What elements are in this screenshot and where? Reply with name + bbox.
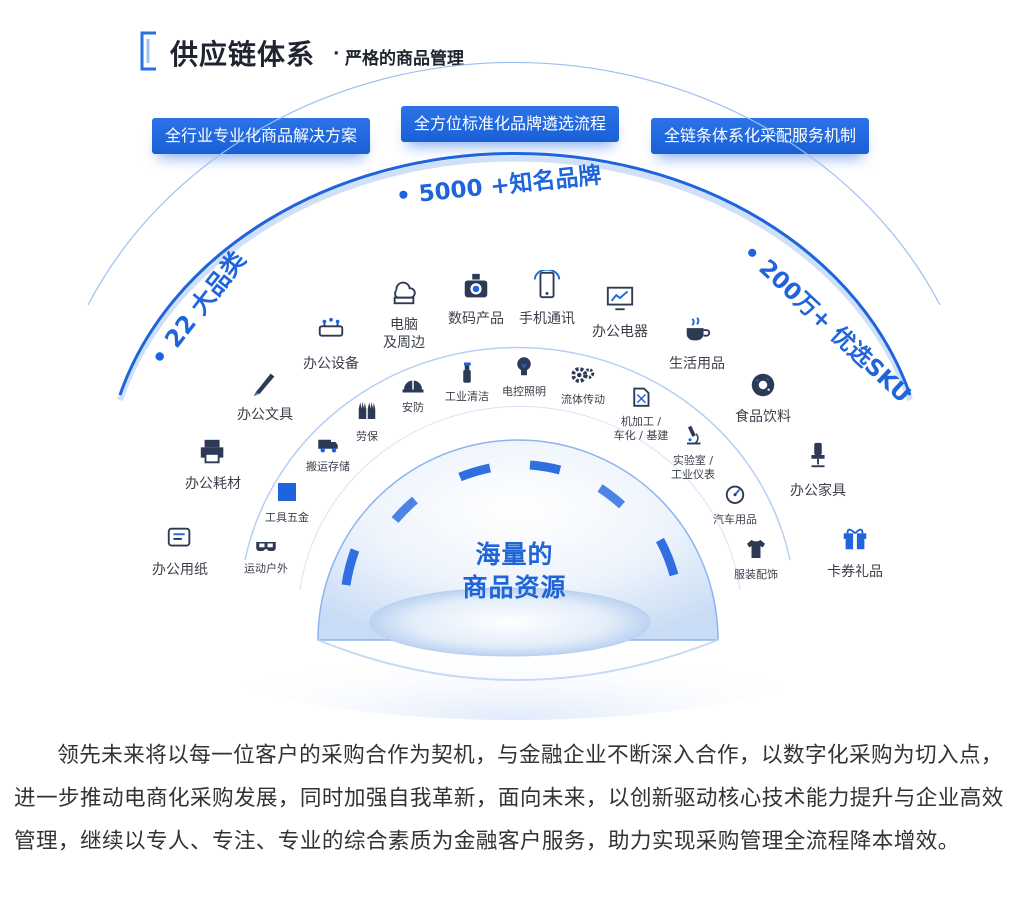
industrial-item-label: 运动户外 — [244, 562, 288, 575]
industrial-item-label: 工业清洁 — [445, 390, 489, 403]
gauge-icon — [725, 485, 745, 504]
printer-icon — [200, 439, 224, 464]
gears-icon — [571, 367, 595, 383]
pill-solutions: 全行业专业化商品解决方案 — [152, 118, 370, 154]
description-paragraph: 领先未来将以每一位客户的采购合作为契机，与金融企业不断深入合作，以数字化采购为切… — [14, 743, 1004, 854]
header-subtitle: 严格的商品管理 — [345, 49, 464, 69]
arc-diagram: • 22 大品类 • 5000 +知名品牌 • 200万+ 优选SKU — [87, 61, 941, 720]
industrial-item-label: 服装配饰 — [734, 568, 778, 581]
pen-icon — [253, 373, 275, 397]
microscope-icon — [687, 425, 701, 445]
category-item-label: 数码产品 — [448, 311, 504, 327]
dome-base — [369, 587, 651, 657]
bulb-icon — [517, 357, 531, 376]
helmet-icon — [402, 380, 424, 393]
center-title-line2: 商品资源 — [462, 573, 567, 602]
category-item-label: 办公设备 — [303, 356, 359, 372]
category-item-label: 办公用纸 — [152, 562, 208, 578]
inner-ring-line — [244, 346, 791, 561]
fuel-can-icon — [633, 387, 650, 407]
category-item-label: 办公电器 — [592, 324, 648, 340]
office-chair-icon — [811, 442, 825, 468]
ribbon-arc — [118, 151, 912, 396]
industrial-item-label: 流体传动 — [561, 393, 605, 406]
category-item-label: 食品饮料 — [735, 409, 791, 425]
gloves-icon — [358, 401, 376, 419]
category-item-label: 卡券礼品 — [827, 564, 883, 580]
computer-icon — [393, 281, 416, 305]
category-item-label: 办公耗材 — [185, 476, 241, 492]
donut-icon — [751, 373, 775, 397]
mobile-phone-icon — [533, 270, 561, 299]
shirt-icon — [747, 540, 765, 558]
dome-bowl — [317, 639, 719, 681]
arc-label-categories: • 22 大品类 — [145, 245, 252, 371]
header-title: 供应链体系 — [170, 38, 316, 71]
pill-brand-selection: 全方位标准化品牌遴选流程 — [401, 106, 619, 142]
industrial-item-label: 工具五金 — [265, 511, 309, 524]
ribbon-arc-shadow — [117, 155, 913, 401]
outer-arc-line — [87, 61, 941, 306]
industrial-item-label: 实验室 / 工业仪表 — [671, 454, 715, 481]
category-item-label: 办公文具 — [237, 407, 293, 423]
industrial-item-label: 搬运存储 — [306, 460, 350, 473]
category-item-label: 生活用品 — [669, 356, 725, 372]
bracket-icon — [140, 31, 156, 71]
gift-icon — [843, 528, 867, 550]
center-dome — [317, 439, 719, 641]
office-equipment-icon — [318, 317, 344, 337]
paper-roll-icon — [167, 527, 191, 547]
goggles-icon — [256, 542, 276, 551]
truck-icon — [318, 439, 338, 453]
industrial-item-label: 电控照明 — [502, 385, 546, 398]
center-title-line1: 海量的 — [475, 540, 554, 569]
category-item-label: 手机通讯 — [519, 311, 575, 327]
inner-ring-line-2 — [299, 405, 741, 591]
dome-dashes — [341, 460, 679, 586]
industrial-item-label: 汽车用品 — [713, 513, 757, 526]
monitor-icon — [606, 286, 634, 311]
coffee-cup-icon — [686, 317, 711, 341]
toolbox-icon — [278, 483, 296, 501]
header-separator: · — [333, 44, 340, 64]
industrial-item-label: 安防 — [402, 401, 424, 414]
camera-icon — [464, 273, 488, 298]
category-item-label: 电脑 及周边 — [383, 317, 425, 351]
category-item-label: 办公家具 — [790, 483, 846, 499]
spray-bottle-icon — [463, 362, 471, 383]
industrial-item-label: 劳保 — [356, 430, 378, 443]
industrial-item-label: 机加工 / 车化 / 基建 — [613, 415, 669, 442]
